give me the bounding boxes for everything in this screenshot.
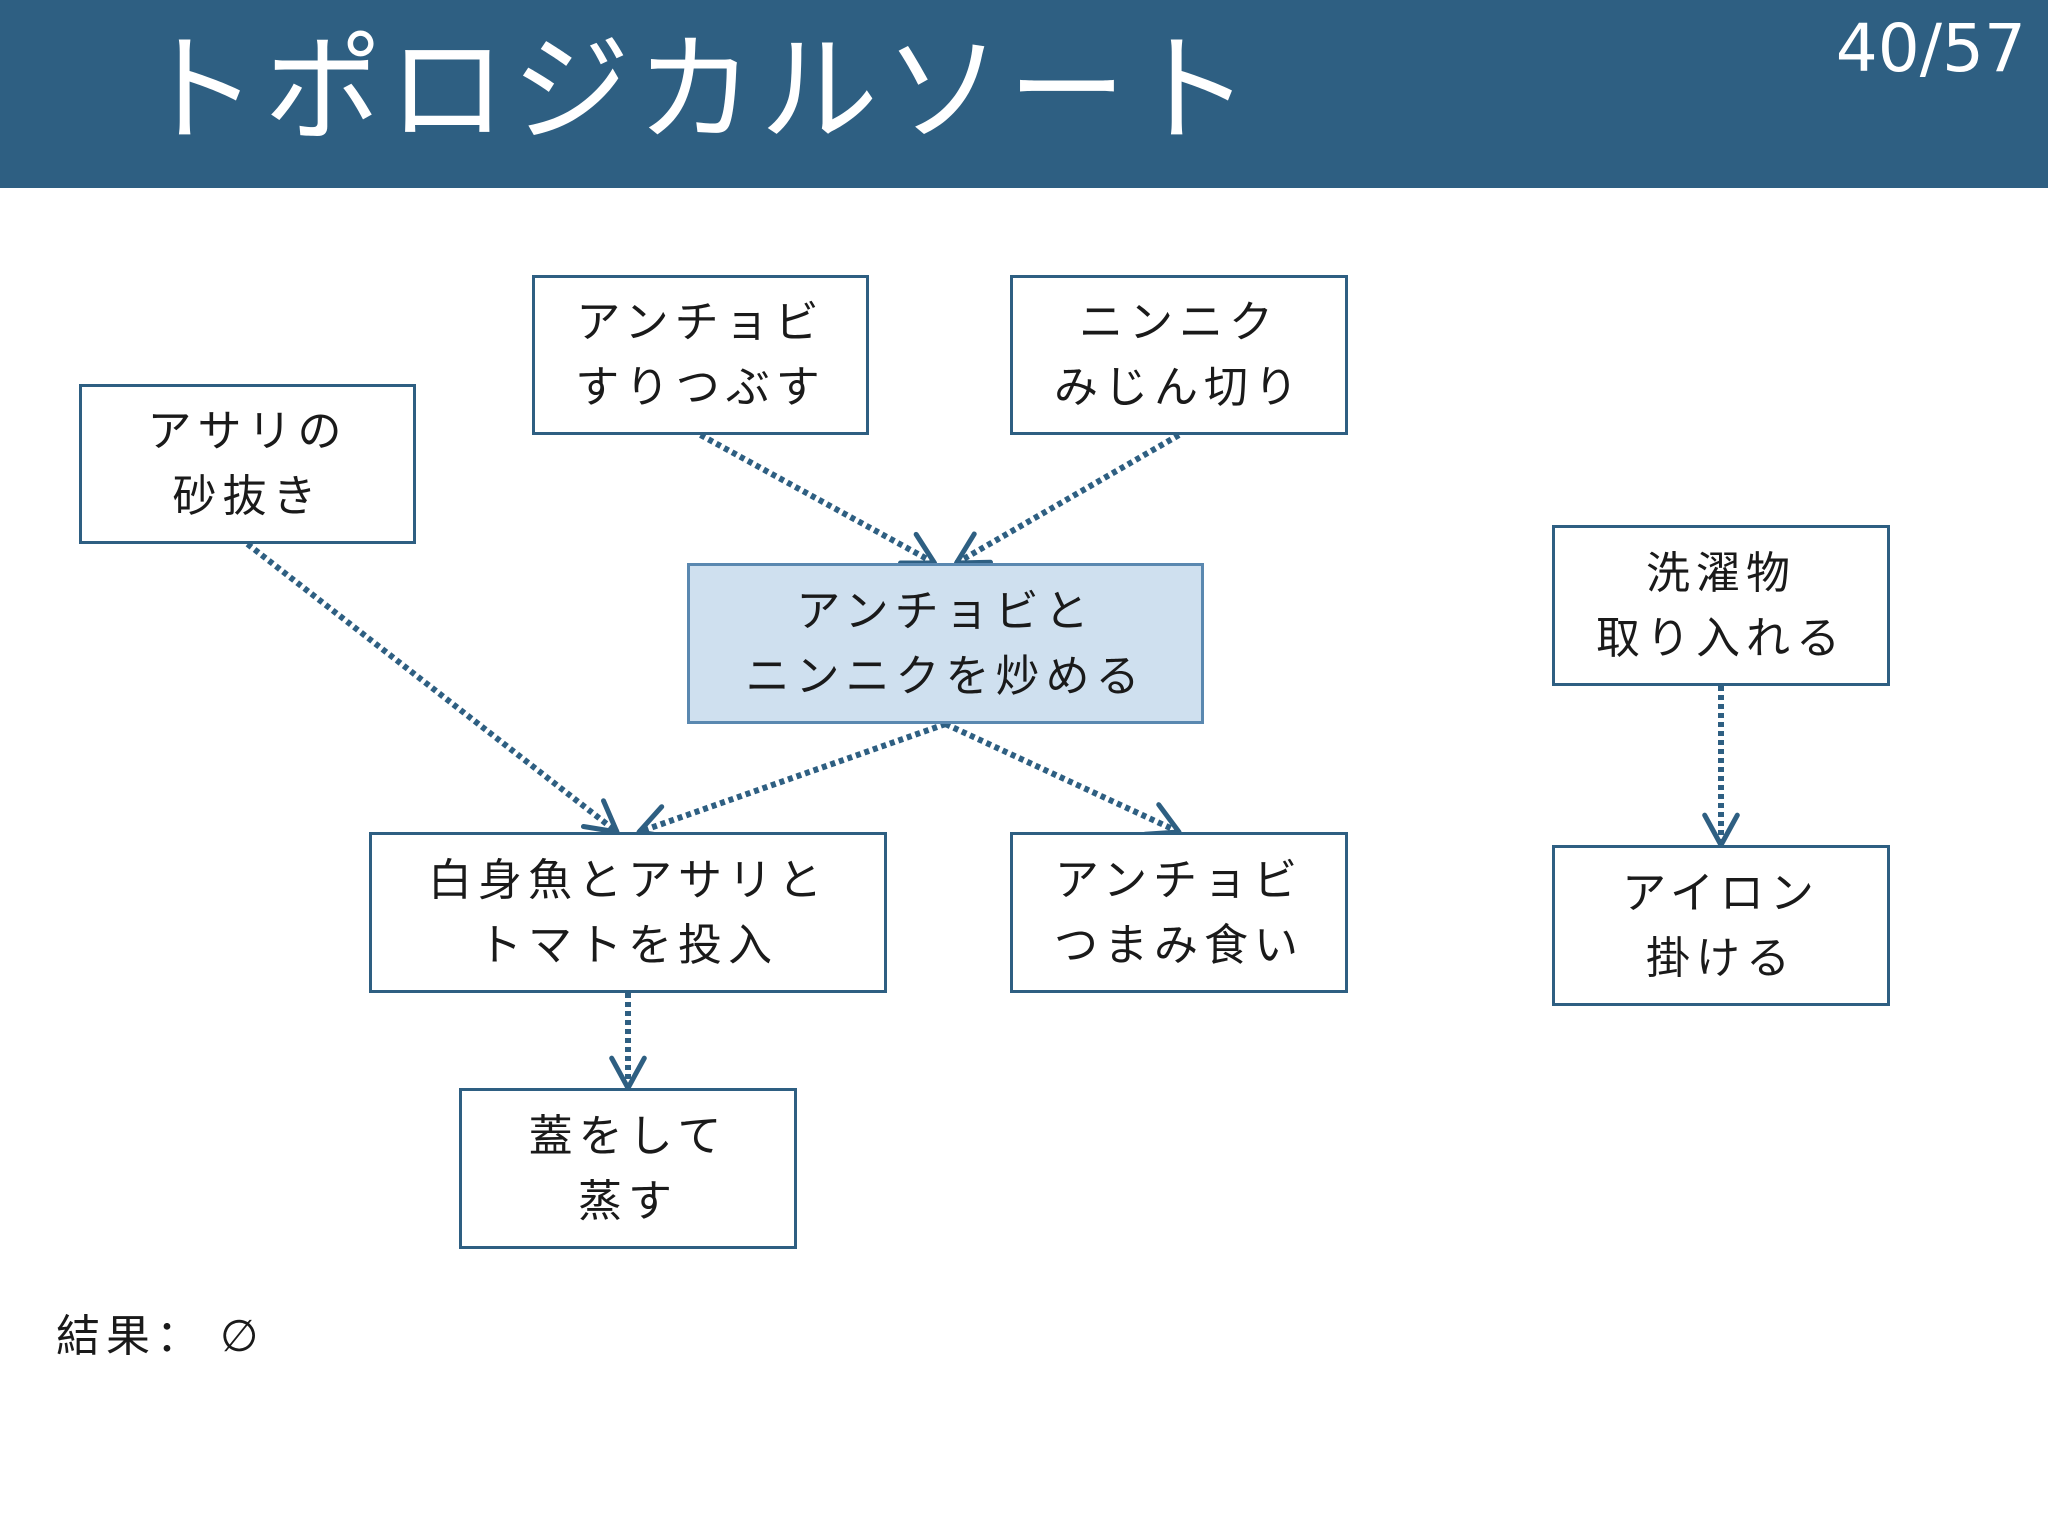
node-iron: アイロン 掛ける [1552, 845, 1890, 1006]
node-line: つまみ食い [1054, 919, 1304, 971]
node-asari: アサリの 砂抜き [79, 384, 416, 544]
node-line: アンチョビと [796, 585, 1095, 637]
node-line: みじん切り [1054, 362, 1304, 413]
node-line: アイロン [1622, 867, 1820, 919]
node-line: 蒸す [578, 1175, 678, 1227]
node-line: アンチョビ [576, 297, 825, 348]
node-line: 掛ける [1646, 932, 1796, 984]
node-steam: 蓋をして 蒸す [459, 1088, 797, 1249]
node-line: アンチョビ [1054, 854, 1304, 906]
edge-anchovy-crush-to-stirfry [699, 432, 936, 566]
node-line: アサリの [147, 406, 348, 457]
node-line: 蓋をして [528, 1110, 728, 1162]
header-bar: トポロジカルソート 40/57 [0, 0, 2048, 188]
edge-stirfry-to-add-fish [638, 721, 947, 835]
result-line: 結果： ∅ [56, 1300, 264, 1364]
edge-garlic-to-stirfry [955, 432, 1181, 566]
node-line: ニンニク [1079, 297, 1279, 348]
node-line: トマトを投入 [478, 919, 778, 971]
page-number: 40/57 [1835, 10, 2026, 87]
page-title: トポロジカルソート [140, 21, 1257, 159]
node-snack: アンチョビ つまみ食い [1010, 832, 1348, 993]
empty-set-symbol: ∅ [220, 1311, 265, 1362]
node-line: 洗濯物 [1646, 547, 1796, 599]
arrowhead-add-fish-to-steam [609, 1055, 647, 1091]
edge-asari-to-add-fish [245, 541, 619, 835]
node-line: 取り入れる [1596, 612, 1846, 664]
node-line: 白身魚とアサリと [428, 854, 828, 906]
node-line: すりつぶす [575, 362, 826, 413]
edge-stirfry-to-snack [944, 721, 1181, 835]
node-garlic: ニンニク みじん切り [1010, 275, 1348, 435]
arrowhead-garlic-to-stirfry [954, 531, 993, 566]
node-line: 砂抜き [172, 471, 323, 522]
node-anchovy-crush: アンチョビ すりつぶす [532, 275, 869, 435]
node-add-fish: 白身魚とアサリと トマトを投入 [369, 832, 887, 993]
node-stirfry: アンチョビと ニンニクを炒める [687, 563, 1204, 724]
result-label: 結果： [56, 1311, 206, 1362]
node-laundry: 洗濯物 取り入れる [1552, 525, 1890, 686]
node-line: ニンニクを炒める [745, 650, 1146, 702]
